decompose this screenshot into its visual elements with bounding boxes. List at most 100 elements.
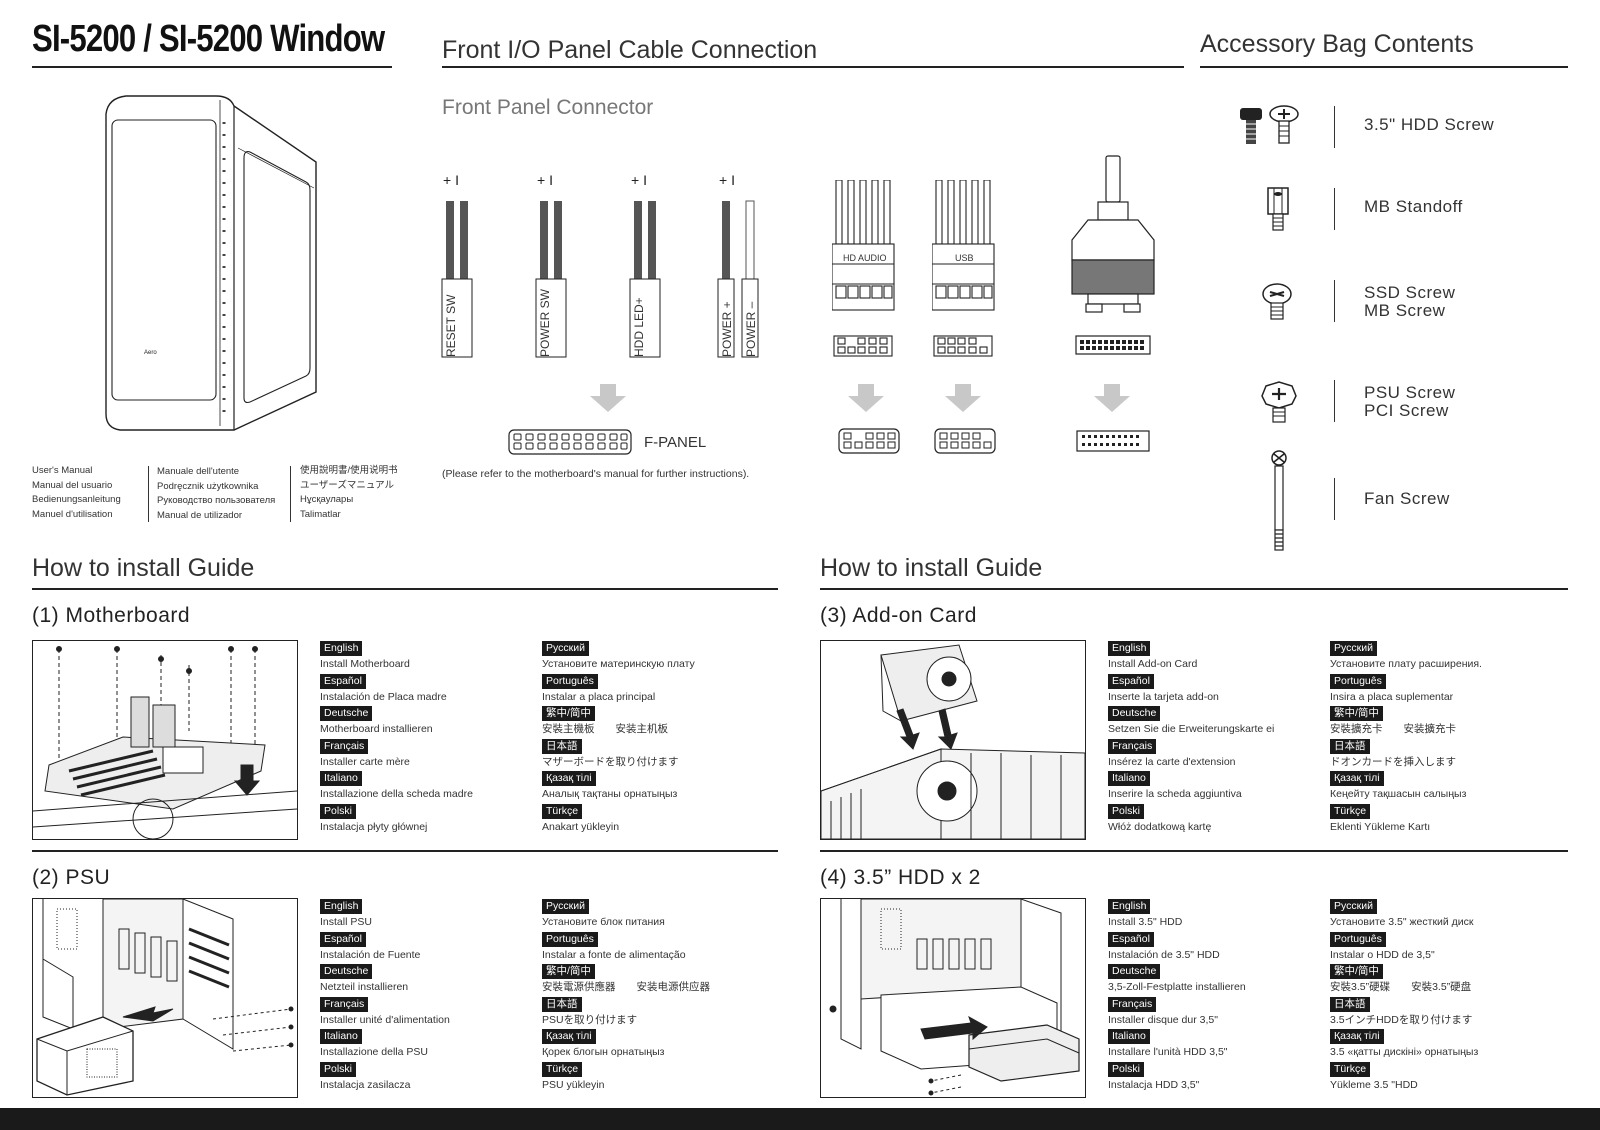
accessory-label-ssd-screw: SSD Screw MB Screw <box>1364 283 1456 320</box>
lang-text: Setzen Sie die Erweiterungskarte ei <box>1108 723 1275 735</box>
lang-text: ドオンカードを挿入します <box>1330 755 1456 768</box>
divider <box>1334 106 1335 148</box>
lang-text: Instalar o HDD de 3,5" <box>1330 948 1435 961</box>
manual-name: Podręcznik użytkownika <box>157 480 259 492</box>
psu-install-illustration <box>32 898 298 1098</box>
accessory-label-fan-screw: Fan Screw <box>1364 489 1450 508</box>
hdd-screw-icon <box>1240 105 1299 144</box>
connector-label-hdd-led: HDD LED+ <box>632 297 646 357</box>
polarity-mark: + I <box>443 172 459 188</box>
lang-tag: Polski <box>1108 1061 1145 1077</box>
accessory-title: Accessory Bag Contents <box>1200 30 1474 58</box>
connector-label-power-minus: POWER – <box>744 301 758 357</box>
lang-text: 3.5インチHDDを取り付けます <box>1330 1013 1473 1026</box>
hd-audio-label: HD AUDIO <box>843 253 887 263</box>
arrow-down-icon <box>848 384 884 412</box>
lang-tag: Polski <box>320 1061 357 1077</box>
lang-text: Installer carte mère <box>320 755 410 768</box>
lang-tag: Deutsche <box>320 706 373 721</box>
lang-text: Inserire la scheda aggiuntiva <box>1108 788 1242 800</box>
lang-text: Install PSU <box>320 916 372 928</box>
usb-label: USB <box>955 253 974 263</box>
connector-label-power-plus: POWER + <box>720 301 734 357</box>
f-panel-label: F-PANEL <box>644 434 707 451</box>
divider <box>1334 188 1335 230</box>
hdd-install-illustration <box>820 898 1086 1098</box>
lang-tag: Қазақ тілі <box>542 771 596 786</box>
manual-name: Talimatlar <box>300 508 341 520</box>
lang-text: Установите 3.5" жесткий диск <box>1330 916 1474 928</box>
manual-list-col3: 使用說明書/使用说明书 ユーザーズマニュアル Нұсқаулары Talima… <box>300 464 398 522</box>
lang-tag: Türkçe <box>1330 1061 1371 1077</box>
usb3-connector <box>1071 155 1155 355</box>
lang-tag: Türkçe <box>542 1061 583 1077</box>
manual-list-col2: Manuale dell'utente Podręcznik użytkowni… <box>157 465 275 523</box>
lang-text: Motherboard installieren <box>320 723 433 735</box>
addon-card-install-illustration <box>820 640 1086 840</box>
lang-tag: 繁中/简中 <box>1330 706 1383 721</box>
lang-text: Установите материнскую плату <box>542 658 695 670</box>
arrow-down-icon <box>945 384 981 412</box>
divider <box>148 466 149 522</box>
lang-tag: Português <box>1330 673 1386 689</box>
lang-tag: Deutsche <box>1108 706 1161 721</box>
model-title: SI-5200 / SI-5200 Window <box>32 18 385 60</box>
lang-text: Instalacja HDD 3,5" <box>1108 1078 1200 1091</box>
lang-tag: Қазақ тілі <box>1330 1029 1384 1044</box>
ssd-screw-icon <box>1262 283 1292 320</box>
accessory-label-psu-screw: PSU Screw PCI Screw <box>1364 383 1456 420</box>
section-divider <box>820 850 1568 852</box>
lang-tag: Français <box>1108 738 1157 754</box>
lang-tag: English <box>1108 899 1151 914</box>
lang-text: 3,5-Zoll-Festplatte installieren <box>1108 981 1246 993</box>
f-panel-header-icon <box>508 429 632 455</box>
lang-text: Włóż dodatkową kartę <box>1108 820 1212 833</box>
lang-tag: Italiano <box>320 771 362 786</box>
lang-text: Instalación de 3.5" HDD <box>1108 948 1220 961</box>
lang-text: 安裝擴充卡 安装擴充卡 <box>1330 723 1456 735</box>
guide-title-underline <box>32 588 778 590</box>
connector-label-reset: RESET SW <box>444 294 458 357</box>
lang-tag: Español <box>320 931 366 947</box>
lang-tag: 繁中/简中 <box>542 964 595 979</box>
manual-name: Руководство пользователя <box>157 495 276 506</box>
manual-name: Manual del usuario <box>32 479 113 491</box>
lang-text: 3.5 «қатты дискіні» орнатыңыз <box>1330 1046 1479 1058</box>
lang-tag: Қазақ тілі <box>1330 771 1384 786</box>
lang-tag: Português <box>542 673 598 689</box>
manual-name: Manuel d'utilisation <box>32 508 113 520</box>
lang-text: Instalar a placa principal <box>542 690 656 703</box>
lang-tag: Français <box>320 996 369 1012</box>
io-title-underline <box>442 66 1184 68</box>
lang-tag: Русский <box>542 899 589 914</box>
lang-text: Кеңейту тақшасын салыңыз <box>1330 788 1467 800</box>
lang-text: 安裝3.5”硬碟 安裝3.5”硬盘 <box>1330 981 1472 993</box>
lang-tag: Русский <box>1330 899 1377 914</box>
lang-text: Instalación de Placa madre <box>320 690 447 703</box>
lang-text: Аналық тақтаны орнатыңыз <box>542 788 678 800</box>
lang-tag: Español <box>1108 931 1154 947</box>
lang-tag: Português <box>542 931 598 947</box>
divider <box>290 466 291 522</box>
lang-tag: Русский <box>1330 641 1377 656</box>
lang-tag: Español <box>1108 673 1154 689</box>
lang-tag: 日本語 <box>1330 738 1370 754</box>
lang-text: Netzteil installieren <box>320 981 409 993</box>
lang-tag: Italiano <box>1108 1029 1150 1044</box>
lang-tag: Português <box>1330 931 1386 947</box>
step-title-addon-card: (3) Add-on Card <box>820 604 977 627</box>
footer-bar <box>0 1108 1600 1130</box>
front-panel-title: Front Panel Connector <box>442 96 654 119</box>
accessory-label-mb-standoff: MB Standoff <box>1364 197 1463 216</box>
arrow-down-icon <box>590 384 626 412</box>
usb-connector <box>932 180 995 357</box>
lang-text: Inserte la tarjeta add-on <box>1108 690 1219 703</box>
lang-tag: Français <box>1108 996 1157 1012</box>
lang-text: Instalación de Fuente <box>320 948 421 961</box>
lang-text: Install 3.5" HDD <box>1108 916 1183 928</box>
motherboard-manual-note: (Please refer to the motherboard's manua… <box>442 468 750 480</box>
polarity-mark: + I <box>631 172 647 188</box>
lang-text: Eklenti Yükleme Kartı <box>1330 820 1431 833</box>
